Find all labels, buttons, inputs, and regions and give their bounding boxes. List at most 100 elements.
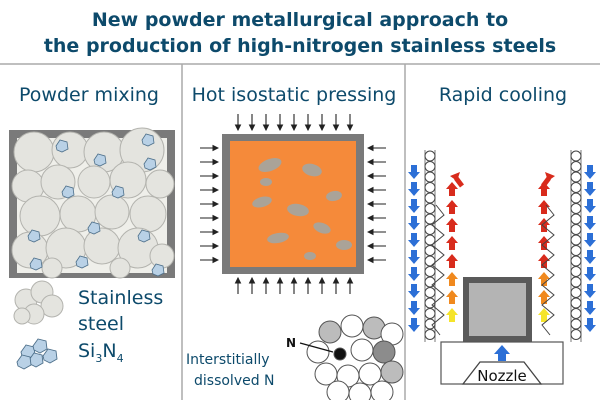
nozzle-label: Nozzle	[477, 367, 527, 385]
heat-arrow-diagonal-shaft	[454, 176, 464, 188]
cooling-arrow-down	[584, 301, 596, 315]
coil-turn	[570, 245, 582, 256]
hip-inclusion-group	[252, 158, 352, 260]
coil-turn	[570, 203, 582, 214]
nitride-flake	[29, 257, 43, 271]
title-line-1: New powder metallurgical approach to	[92, 9, 508, 31]
iron-atom	[350, 338, 374, 362]
legend-stainless-steel: Stainless steel	[13, 280, 163, 335]
coil-turn	[570, 318, 582, 330]
coil-turn	[570, 329, 582, 340]
coil-turn	[424, 308, 436, 319]
heat-arrow-up	[538, 254, 550, 268]
powder-mixing-illustration	[9, 127, 175, 279]
hip-inclusion	[302, 163, 322, 177]
heat-arrow-up	[538, 308, 550, 322]
pressure-arrow-group	[200, 114, 386, 294]
interstitial-caption-line-2: dissolved N	[194, 373, 275, 389]
coil-turn	[570, 192, 582, 204]
steel-particle	[149, 243, 175, 269]
nitrogen-pointer-line	[299, 342, 334, 353]
powder-particle-group	[11, 127, 175, 279]
stainless-steel-particle-icon	[13, 280, 64, 325]
nitride-n: N	[102, 340, 116, 362]
heater-wire-left	[431, 204, 445, 336]
coil-turn	[424, 245, 436, 256]
rapid-cooling-illustration: Nozzle	[408, 150, 596, 385]
hip-inclusion	[336, 240, 352, 250]
nitride-flake	[93, 153, 107, 167]
coil-turn	[424, 150, 436, 162]
coil-turn	[570, 287, 582, 298]
nitride-flake	[75, 255, 89, 269]
cooling-arrow-down	[408, 165, 420, 179]
coil-turn	[570, 255, 582, 267]
heat-arrow-up	[446, 218, 458, 232]
cool-gas-arrows-right	[584, 165, 596, 332]
legend-nitride-label: Si3N4	[78, 340, 124, 365]
coil-turn	[570, 213, 582, 225]
heat-arrow-up	[446, 182, 458, 196]
cooling-arrow-down	[408, 250, 420, 264]
nitride-flake	[111, 185, 125, 199]
cool-gas-arrows-left	[408, 165, 420, 332]
heat-arrow-up	[446, 272, 458, 286]
coil-turn	[570, 297, 582, 309]
heat-arrow-up	[446, 236, 458, 250]
cooling-arrow-down	[584, 250, 596, 264]
heater-wire-right	[541, 204, 555, 336]
steel-particle	[94, 194, 130, 230]
heat-arrow-up	[538, 182, 550, 196]
cooling-arrow-down	[408, 284, 420, 298]
coil-turn	[424, 255, 436, 267]
cooling-coil-left	[424, 150, 436, 342]
hip-inclusion	[313, 222, 331, 234]
nozzle-jet-arrow	[494, 345, 510, 361]
iron-atom	[318, 320, 342, 344]
nitrogen-atom-label: N	[286, 336, 296, 350]
iron-atom	[340, 314, 364, 338]
legend-steel-label-line-2: steel	[78, 313, 124, 335]
steel-particle	[145, 169, 175, 199]
hot-gas-arrows	[446, 172, 555, 322]
coil-turn	[570, 234, 582, 246]
iron-atom	[326, 380, 350, 400]
panel-heading-rapid-cooling: Rapid cooling	[439, 84, 567, 106]
coil-turn	[570, 150, 582, 162]
coil-turn	[570, 161, 582, 172]
legend-steel-sphere	[13, 307, 31, 325]
cooling-arrow-down	[408, 318, 420, 332]
coil-turn	[570, 171, 582, 183]
coil-turn	[424, 171, 436, 183]
title-line-2: the production of high-nitrogen stainles…	[44, 35, 556, 57]
heat-arrow-up	[446, 254, 458, 268]
heat-arrow-up	[446, 290, 458, 304]
coil-turn	[570, 224, 582, 235]
steel-particle	[129, 195, 167, 233]
nitrogen-atom	[333, 347, 347, 361]
coil-turn	[570, 276, 582, 288]
nitride-flake	[141, 133, 155, 147]
cooling-arrow-down	[584, 165, 596, 179]
cooling-arrow-down	[584, 233, 596, 247]
iron-atom	[306, 340, 330, 364]
panel-heading-hot-isostatic-pressing: Hot isostatic pressing	[192, 84, 397, 106]
cooling-arrow-down	[584, 216, 596, 230]
legend-steel-sphere	[40, 294, 64, 318]
heat-arrow-up	[446, 200, 458, 214]
nitride-flake	[27, 229, 41, 243]
legend-nitride-flake	[32, 338, 48, 354]
coil-turn	[424, 266, 436, 277]
cooling-coil-right	[570, 150, 582, 342]
nitride-flake	[143, 157, 157, 171]
cooling-arrow-down	[584, 267, 596, 281]
coil-turn	[424, 161, 436, 172]
coil-turn	[424, 213, 436, 225]
hip-illustration	[200, 114, 386, 294]
cooling-arrow-down	[408, 216, 420, 230]
nitride-flake	[87, 221, 101, 235]
cooling-arrow-down	[584, 199, 596, 213]
heat-arrow-up	[446, 308, 458, 322]
nitride-flake	[55, 139, 69, 153]
iron-atom	[348, 382, 372, 400]
